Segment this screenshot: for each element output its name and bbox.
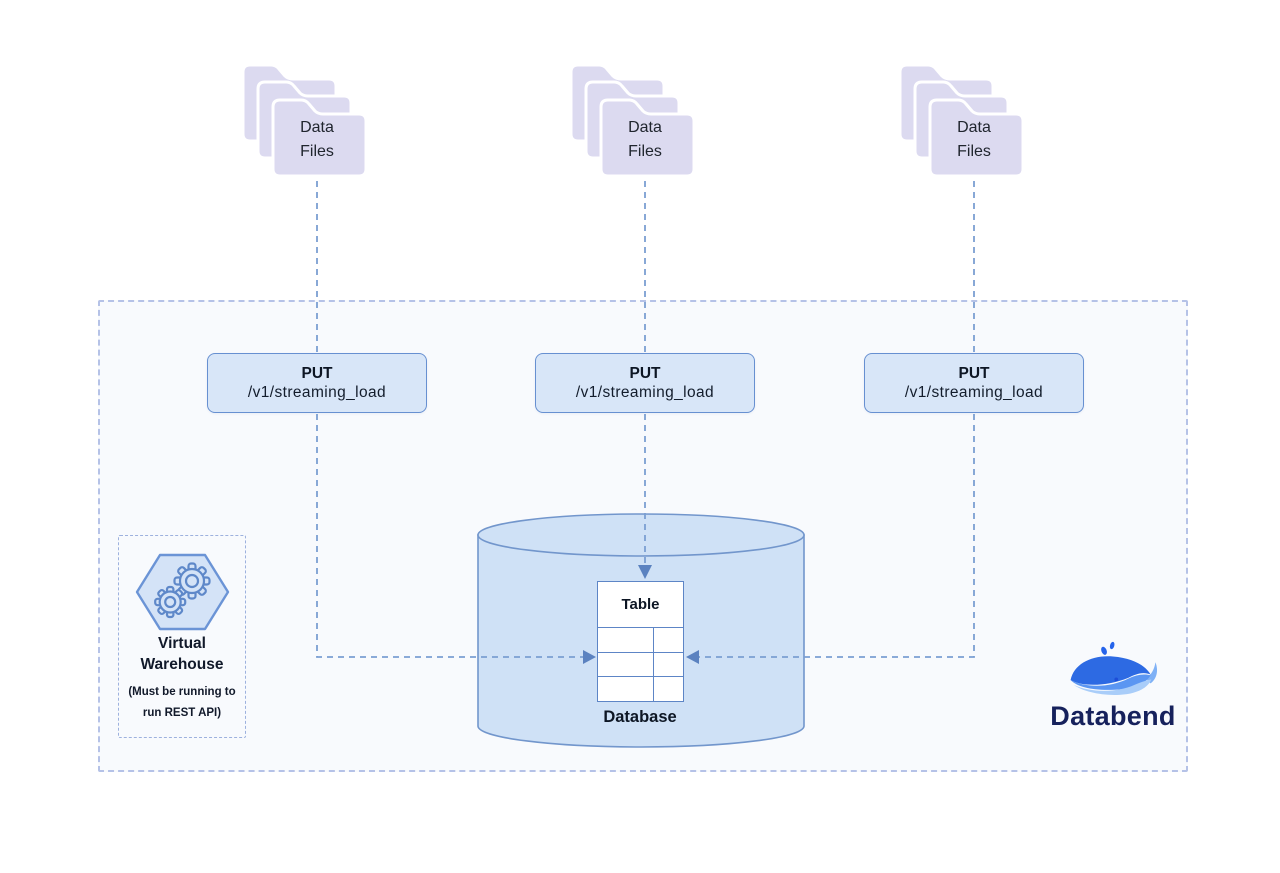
put-endpoint-box-2: PUT /v1/streaming_load — [535, 353, 755, 413]
endpoint-path-label: /v1/streaming_load — [575, 383, 715, 401]
folder-label: Data Files — [628, 119, 662, 160]
endpoint-path-label: /v1/streaming_load — [904, 383, 1044, 401]
table-grid — [598, 628, 683, 702]
databend-brand-text: Databend — [1050, 701, 1176, 731]
data-files-group-2: Data Files — [563, 55, 699, 180]
http-method-label: PUT — [629, 364, 661, 382]
data-files-group-1: Data Files — [235, 55, 371, 180]
database-label: Database — [603, 708, 677, 726]
put-endpoint-box-3: PUT /v1/streaming_load — [864, 353, 1084, 413]
table-row — [598, 628, 683, 652]
folder-icon — [271, 98, 368, 178]
folder-label: Data Files — [300, 119, 334, 160]
table-row — [598, 676, 683, 702]
virtual-warehouse-note: (Must be running to run REST API) — [128, 686, 236, 719]
virtual-warehouse-title: Virtual Warehouse — [140, 635, 224, 673]
endpoint-path-label: /v1/streaming_load — [247, 383, 387, 401]
http-method-label: PUT — [958, 364, 990, 382]
folder-label: Data Files — [957, 119, 991, 160]
table-row — [598, 651, 683, 677]
http-method-label: PUT — [301, 364, 333, 382]
table-widget: Table — [597, 581, 684, 702]
folder-icon — [599, 98, 696, 178]
databend-whale-icon — [1070, 641, 1158, 695]
folder-icon — [928, 98, 1025, 178]
warehouse-gears-icon — [135, 553, 230, 631]
data-files-group-3: Data Files — [892, 55, 1028, 180]
put-endpoint-box-1: PUT /v1/streaming_load — [207, 353, 427, 413]
virtual-warehouse-box — [118, 535, 246, 738]
table-title: Table — [598, 582, 683, 628]
